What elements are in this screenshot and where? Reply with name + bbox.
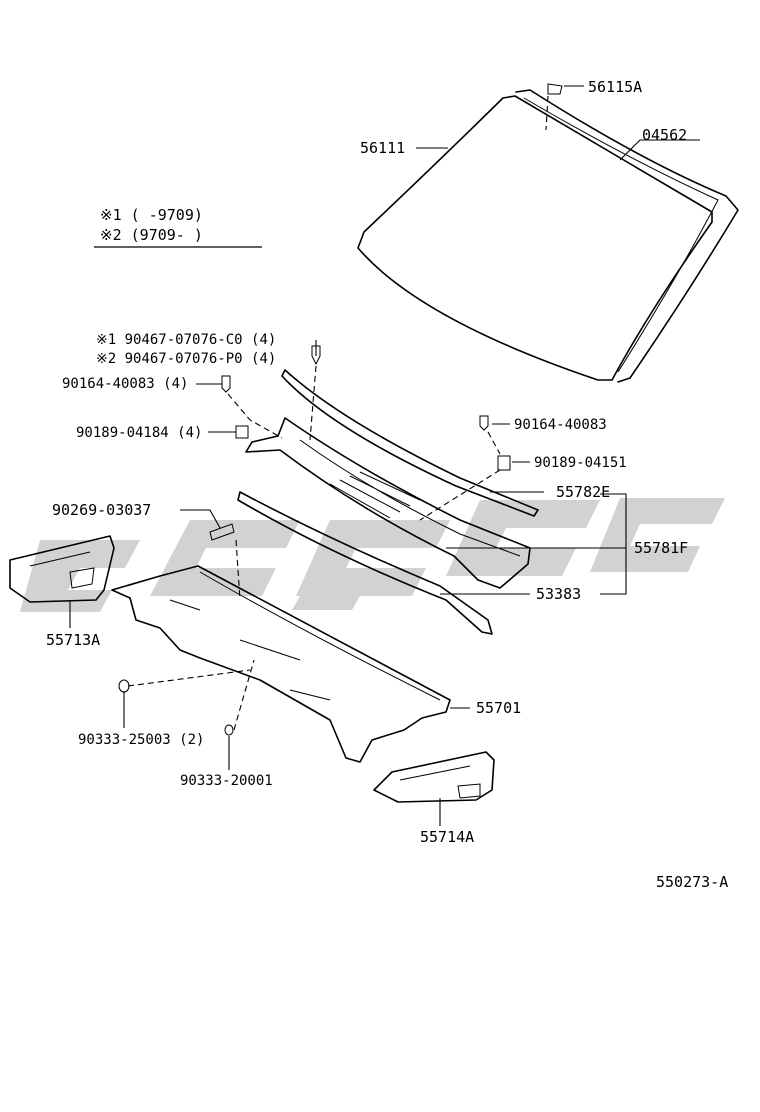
label-90467-c0: ※1 90467-07076-C0 (4) [96,332,276,348]
label-90269: 90269-03037 [52,501,151,519]
cowl-side-brace-left [9,535,115,603]
label-56115A: 56115A [588,78,642,96]
cowl-louver [245,417,531,589]
cowl-seal [281,369,539,517]
label-90164-right: 90164-40083 [514,417,607,433]
cowl-panel [111,565,451,763]
label-55781F: 55781F [634,539,688,557]
label-53383: 53383 [536,585,581,603]
label-04562: 04562 [642,126,687,144]
label-90333-25003: 90333-25003 (2) [78,732,204,748]
part-labels: 56115A 56111 04562 ※1 90467-07076-C0 (4)… [46,78,688,846]
date-legend: ※1 ( -9709) ※2 (9709- ) [94,206,262,248]
label-55782E: 55782E [556,483,610,501]
leader-lines [69,85,700,826]
label-90164-left: 90164-40083 (4) [62,376,188,392]
label-90189-left: 90189-04184 (4) [76,425,202,441]
dashed-guides [127,95,549,731]
label-90467-p0: ※2 90467-07076-P0 (4) [96,351,276,367]
label-55714A: 55714A [420,828,474,846]
label-90333-20001: 90333-20001 [180,773,273,789]
cowl-side-brace-right [373,751,495,803]
diagram-code: 550273-A [656,873,728,891]
label-55701: 55701 [476,699,521,717]
label-56111: 56111 [360,139,405,157]
label-90189-right: 90189-04151 [534,455,627,471]
windshield-glass [357,83,739,383]
legend-line-2: ※2 (9709- ) [100,226,203,244]
label-55713A: 55713A [46,631,100,649]
hood-seal [237,491,493,635]
legend-line-1: ※1 ( -9709) [100,206,203,224]
